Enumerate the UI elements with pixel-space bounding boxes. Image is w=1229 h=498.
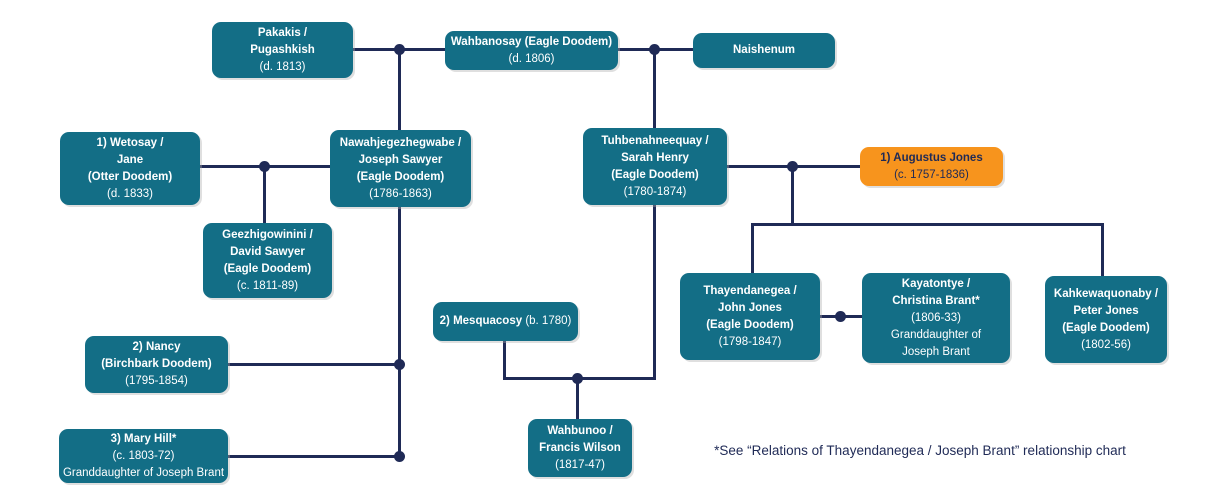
person-name: Wahbanosay (Eagle Doodem) xyxy=(450,35,613,48)
node-mesquacosy: 2) Mesquacosy (b. 1780) xyxy=(433,302,578,341)
person-name: 1) Wetosay / xyxy=(96,136,164,149)
person-name: Wahbunoo / xyxy=(547,424,613,437)
person-doodem: (Birchbark Doodem) xyxy=(101,358,212,370)
person-name-and-dates: 2) Mesquacosy (b. 1780) xyxy=(440,313,572,330)
person-name: Jane xyxy=(116,153,144,166)
node-mary-hill: 3) Mary Hill* (c. 1803-72) Granddaughter… xyxy=(59,429,228,483)
person-name: Nawahjegezhegwabe / xyxy=(339,136,462,149)
person-dates: (c. 1811-89) xyxy=(236,279,299,292)
person-name: Joseph Sawyer xyxy=(358,153,443,166)
person-dates: (c. 1757-1836) xyxy=(894,168,969,181)
person-name: Geezhigowinini / xyxy=(222,228,313,241)
person-name: 2) Nancy xyxy=(132,341,181,353)
node-augustus-jones: 1) Augustus Jones (c. 1757-1836) xyxy=(860,147,1003,186)
connector-down-to-david-sawyer xyxy=(263,166,266,223)
node-thayendanegea-john-jones: Thayendanegea / John Jones (Eagle Doodem… xyxy=(680,273,820,360)
person-note: Granddaughter of Joseph Brant xyxy=(62,466,225,479)
junction-dot-mesquacosy-sarah xyxy=(572,373,583,384)
person-dates: (d. 1806) xyxy=(508,52,555,65)
connector-augustus-descent xyxy=(791,166,794,226)
person-dates: (d. 1833) xyxy=(106,187,154,200)
person-dates: (1806-33) xyxy=(911,311,961,324)
person-name: Naishenum xyxy=(733,44,795,56)
junction-dot-wetosay-joseph xyxy=(259,161,270,172)
person-dates: (c. 1803-72) xyxy=(112,449,175,462)
node-wahbanosay: Wahbanosay (Eagle Doodem) (d. 1806) xyxy=(445,31,618,70)
person-dates: (1795-1854) xyxy=(125,375,188,387)
person-doodem: (Eagle Doodem) xyxy=(223,262,312,275)
connector-down-to-sarah-henry xyxy=(653,49,656,128)
person-name: Christina Brant* xyxy=(892,294,980,307)
junction-dot-pakakis-wahbanosay xyxy=(394,44,405,55)
node-wahbunoo-francis-wilson: Wahbunoo / Francis Wilson (1817-47) xyxy=(528,419,632,477)
person-name: Pakakis / xyxy=(257,26,308,39)
connector-sarah-henry-descent xyxy=(653,205,656,379)
person-dates: (d. 1813) xyxy=(259,60,306,73)
junction-dot-nancy xyxy=(394,359,405,370)
person-doodem: (Eagle Doodem) xyxy=(356,170,445,183)
node-kahkewaquonaby-peter-jones: Kahkewaquonaby / Peter Jones (Eagle Dood… xyxy=(1045,276,1167,363)
connector-joseph-sawyer-descent xyxy=(398,207,401,457)
person-name: Kahkewaquonaby / xyxy=(1053,287,1159,300)
person-name: John Jones xyxy=(718,301,782,314)
person-doodem: (Eagle Doodem) xyxy=(1062,321,1150,334)
connector-down-to-joseph-sawyer xyxy=(398,49,401,130)
junction-dot-john-christina xyxy=(835,311,846,322)
connector-children-branch xyxy=(751,223,1104,226)
node-wetosay-jane: 1) Wetosay / Jane (Otter Doodem) (d. 183… xyxy=(60,132,200,205)
person-name: Pugashkish xyxy=(250,43,315,56)
junction-dot-sarah-augustus xyxy=(787,161,798,172)
person-dates: (1798-1847) xyxy=(718,335,782,348)
person-dates: (1802-56) xyxy=(1081,338,1131,351)
node-tuhbenahneequay-sarah-henry: Tuhbenahneequay / Sarah Henry (Eagle Doo… xyxy=(583,128,727,205)
node-naishenum: Naishenum xyxy=(693,33,835,68)
footnote-text: *See “Relations of Thayendanegea / Josep… xyxy=(714,443,1126,458)
person-note: Joseph Brant xyxy=(902,345,970,358)
person-name: Thayendanegea / xyxy=(703,284,797,297)
person-name: Sarah Henry xyxy=(621,151,689,164)
person-name: Peter Jones xyxy=(1073,304,1139,317)
person-dates: (b. 1780) xyxy=(525,315,572,327)
person-name: Francis Wilson xyxy=(539,441,621,454)
junction-dot-mary-hill xyxy=(394,451,405,462)
connector-down-to-francis-wilson xyxy=(576,378,579,419)
node-kayatontye-christina-brant: Kayatontye / Christina Brant* (1806-33) … xyxy=(862,273,1010,363)
person-doodem: (Otter Doodem) xyxy=(87,170,173,183)
person-name: 1) Augustus Jones xyxy=(880,151,983,164)
person-doodem: (Eagle Doodem) xyxy=(706,318,794,331)
person-name: 3) Mary Hill* xyxy=(110,432,177,445)
node-nancy: 2) Nancy (Birchbark Doodem) (1795-1854) xyxy=(85,336,228,393)
connector-down-to-peter-jones xyxy=(1101,223,1104,276)
node-nawahjegezhegwabe-joseph-sawyer: Nawahjegezhegwabe / Joseph Sawyer (Eagle… xyxy=(330,130,471,207)
person-dates: (1780-1874) xyxy=(623,185,687,198)
connector-nancy-joseph-sawyer xyxy=(228,363,401,366)
person-dates: (1786-1863) xyxy=(369,187,432,200)
person-doodem: (Eagle Doodem) xyxy=(611,168,699,181)
person-name: Tuhbenahneequay / xyxy=(601,134,709,147)
node-geezhigowinini-david-sawyer: Geezhigowinini / David Sawyer (Eagle Doo… xyxy=(203,223,332,298)
junction-dot-wahbanosay-naishenum xyxy=(649,44,660,55)
node-pakakis-pugashkish: Pakakis / Pugashkish (d. 1813) xyxy=(212,22,353,78)
person-name: Kayatontye / xyxy=(901,277,971,290)
person-name: 2) Mesquacosy xyxy=(439,315,523,327)
connector-down-to-john-jones xyxy=(751,223,754,273)
person-name: David Sawyer xyxy=(230,245,305,258)
person-dates: (1817-47) xyxy=(555,458,605,471)
connector-mesquacosy-descent xyxy=(503,341,506,380)
connector-mary-hill-joseph-sawyer xyxy=(228,455,401,458)
person-note: Granddaughter of xyxy=(890,328,982,341)
